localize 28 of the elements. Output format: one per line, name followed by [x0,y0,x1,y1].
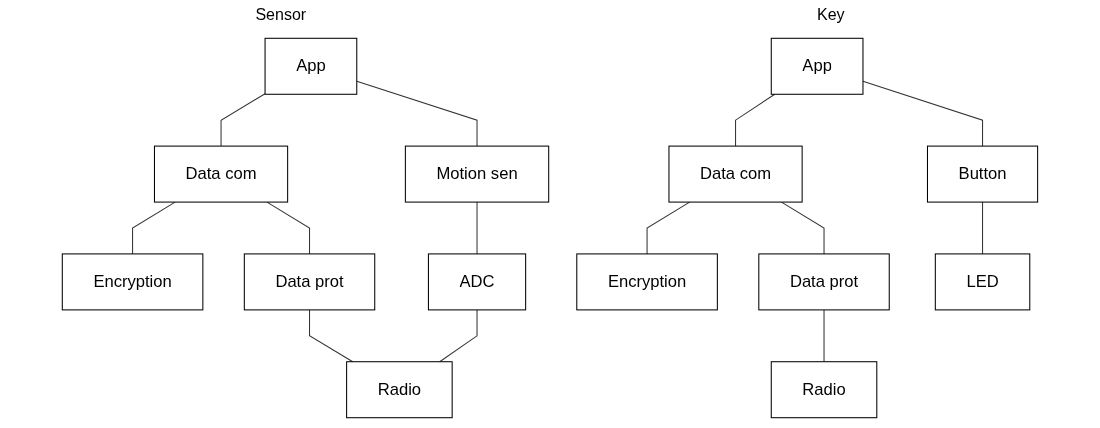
connector [266,201,311,255]
node-box: App [770,37,864,95]
connector [220,93,266,147]
node-box: Encryption [576,253,718,311]
node-box: Data com [154,145,289,203]
connector [982,201,984,255]
connector [781,201,825,255]
connector [646,201,691,255]
node-box: App [264,37,358,95]
connector [309,309,354,363]
node-box: LED [934,253,1031,311]
node-box: Data prot [758,253,890,311]
connector [823,309,825,363]
connector [356,80,478,147]
node-box: Data prot [243,253,376,311]
tree-heading: Sensor [255,6,307,24]
connector [439,309,478,363]
node-box: Radio [770,361,878,419]
connector [476,201,478,255]
connector [132,201,176,255]
node-box: Motion sen [404,145,550,203]
node-box: Radio [346,361,453,419]
node-box: Data com [668,145,803,203]
node-box: Encryption [61,253,204,311]
node-box: Button [927,145,1039,203]
tree-heading: Key [817,6,845,24]
node-box: ADC [427,253,527,311]
connector [735,93,776,147]
